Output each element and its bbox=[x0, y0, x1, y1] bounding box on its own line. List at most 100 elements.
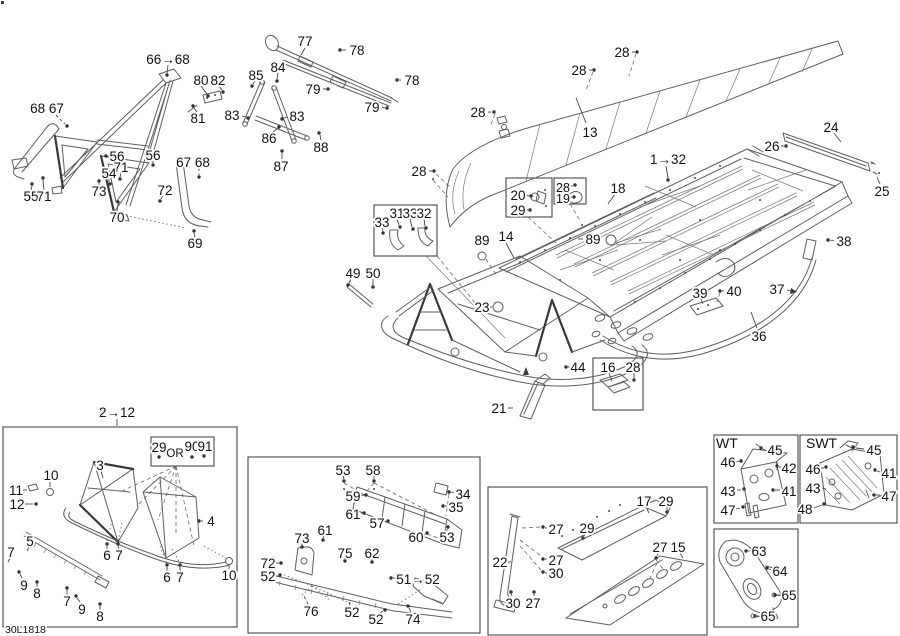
callout-52: 52 bbox=[260, 569, 275, 584]
callout-14: 14 bbox=[498, 229, 514, 244]
fastener-point bbox=[654, 556, 658, 560]
callout-85: 85 bbox=[248, 68, 263, 83]
fastener-point bbox=[446, 525, 450, 529]
callout-53: 53 bbox=[439, 530, 454, 545]
callout-45: 45 bbox=[767, 443, 782, 458]
fastener-point bbox=[541, 557, 545, 561]
fastener-point bbox=[718, 289, 722, 293]
leader-line bbox=[360, 494, 365, 497]
callout-6: 6 bbox=[163, 570, 171, 585]
fastener-point bbox=[541, 570, 545, 574]
fastener-point bbox=[192, 229, 196, 233]
callout-32: 32 bbox=[416, 206, 431, 221]
leader-line bbox=[348, 278, 352, 284]
callout-9: 9 bbox=[20, 578, 28, 593]
fastener-point bbox=[370, 560, 374, 564]
fastener-point bbox=[529, 194, 533, 198]
callout-4: 4 bbox=[207, 514, 215, 529]
fastener-point bbox=[317, 131, 321, 135]
callout-84: 84 bbox=[270, 60, 286, 75]
leader-line bbox=[833, 132, 842, 143]
callout-15: 15 bbox=[670, 540, 685, 555]
callout-28: 28 bbox=[556, 181, 570, 195]
fastener-point bbox=[775, 464, 779, 468]
callout-52: 52 bbox=[344, 605, 359, 620]
callout-87: 87 bbox=[273, 159, 288, 174]
fastener-point bbox=[30, 182, 34, 186]
callout-1-32: 1→32 bbox=[650, 152, 686, 167]
callout-89: 89 bbox=[585, 232, 600, 247]
callout-46: 46 bbox=[805, 462, 820, 477]
fastener-point bbox=[564, 365, 568, 369]
callout-78: 78 bbox=[404, 73, 419, 88]
leader-line bbox=[42, 179, 45, 191]
box-support-straps-box bbox=[373, 204, 438, 257]
leader-line bbox=[55, 114, 66, 125]
fastener-point bbox=[385, 106, 389, 110]
callout-23: 23 bbox=[474, 300, 489, 315]
callout-43: 43 bbox=[720, 484, 735, 499]
callout-36: 36 bbox=[751, 329, 766, 344]
fastener-point bbox=[178, 563, 182, 567]
fastener-point bbox=[371, 285, 375, 289]
leader-line bbox=[241, 115, 247, 118]
callout-13: 13 bbox=[582, 125, 597, 140]
fastener-point bbox=[666, 178, 670, 182]
fastener-point bbox=[753, 614, 757, 618]
fastener-point bbox=[206, 94, 210, 98]
callout-73: 73 bbox=[91, 184, 106, 199]
leader-line bbox=[396, 218, 400, 226]
callout-10: 10 bbox=[221, 568, 236, 583]
callout-29: 29 bbox=[510, 203, 525, 218]
callout-56: 56 bbox=[109, 149, 124, 164]
callout-58: 58 bbox=[365, 463, 380, 478]
fastener-point bbox=[277, 125, 281, 129]
fastener-point bbox=[151, 163, 155, 167]
leader-line bbox=[762, 448, 766, 451]
fastener-point bbox=[389, 576, 393, 580]
callout-7: 7 bbox=[63, 594, 71, 609]
fastener-point bbox=[197, 519, 201, 523]
callout-50: 50 bbox=[365, 266, 380, 281]
callout-71: 71 bbox=[36, 189, 51, 204]
callout-33: 33 bbox=[374, 215, 389, 230]
leader-line bbox=[160, 195, 164, 200]
rear-bumper-drawing bbox=[599, 238, 817, 360]
fastener-point bbox=[278, 573, 282, 577]
callout-wt: WT bbox=[716, 435, 738, 451]
fastener-point bbox=[441, 504, 445, 508]
fastener-point bbox=[744, 549, 748, 553]
callout-65: 65 bbox=[781, 588, 796, 603]
callout-26: 26 bbox=[764, 139, 779, 154]
left-support-bracket-drawing bbox=[11, 123, 60, 180]
callout-75: 75 bbox=[337, 546, 352, 561]
callout-30: 30 bbox=[505, 596, 520, 611]
fastener-point bbox=[528, 208, 532, 212]
leader-line bbox=[750, 311, 758, 329]
callout-7: 7 bbox=[115, 548, 123, 563]
a-arm-brace-drawing bbox=[187, 79, 310, 144]
callout-76: 76 bbox=[303, 604, 318, 619]
leader-line bbox=[525, 194, 530, 197]
leader-line bbox=[735, 507, 741, 510]
fastener-point bbox=[424, 226, 428, 230]
leader-line bbox=[575, 97, 587, 124]
fastener-point bbox=[221, 90, 225, 94]
box-or-options-box bbox=[150, 436, 215, 467]
fastener-point bbox=[665, 510, 669, 514]
callout-3: 3 bbox=[96, 458, 104, 473]
callout-44: 44 bbox=[570, 360, 586, 375]
fastener-point bbox=[383, 608, 387, 612]
callout-54: 54 bbox=[101, 166, 117, 181]
exploded-view-artwork bbox=[1, 1, 885, 626]
callout-28: 28 bbox=[625, 360, 640, 375]
fastener-point bbox=[739, 459, 743, 463]
callout-29: 29 bbox=[658, 494, 673, 509]
box-swt-box bbox=[799, 434, 898, 524]
callout-42: 42 bbox=[781, 461, 796, 476]
leader-line bbox=[283, 116, 288, 119]
callout-52: 52 bbox=[368, 612, 383, 627]
callout-86: 86 bbox=[261, 131, 276, 146]
leader-line bbox=[379, 610, 384, 614]
